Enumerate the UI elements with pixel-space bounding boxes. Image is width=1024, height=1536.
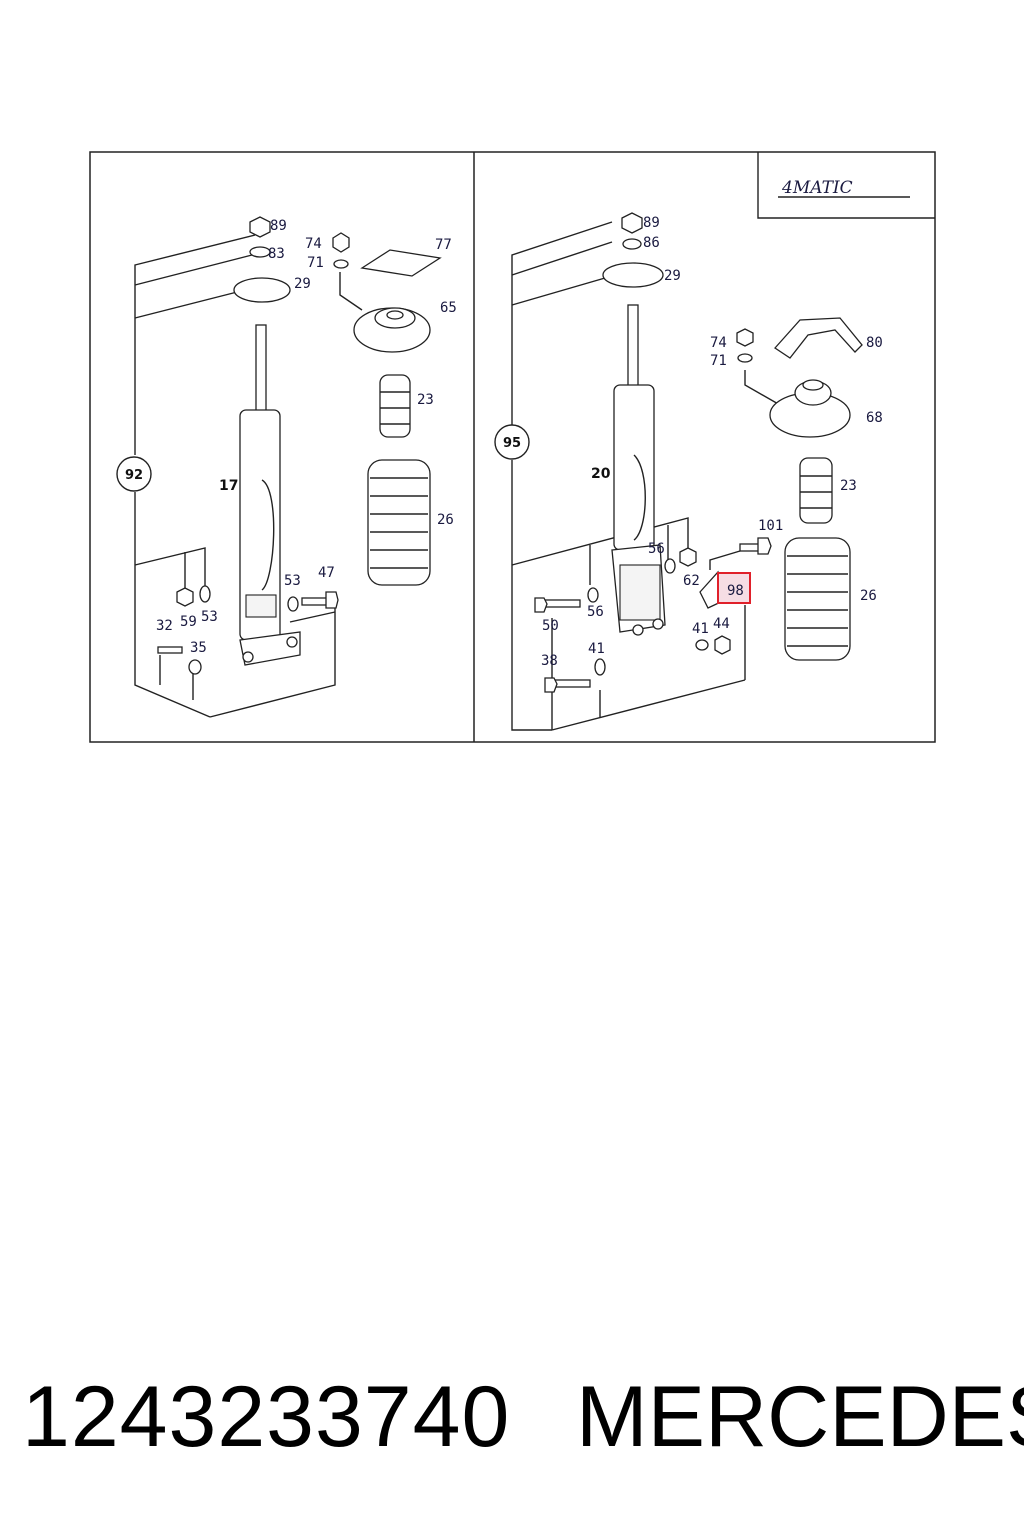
bump-stop-23-right xyxy=(799,457,833,524)
strut-body-20 xyxy=(613,384,655,551)
footer: 1243233740 MERCEDES xyxy=(0,1362,1024,1472)
part-label: 23 xyxy=(840,478,857,494)
highlight-box-98[interactable] xyxy=(717,572,751,604)
washer-41-right xyxy=(695,639,709,651)
part-label: 23 xyxy=(417,392,434,408)
part-label: 41 xyxy=(588,641,605,657)
part-label: 26 xyxy=(437,512,454,528)
part-label: 101 xyxy=(758,518,783,534)
part-label: 68 xyxy=(866,410,883,426)
part-label: 65 xyxy=(440,300,457,316)
washer-56-right-b xyxy=(587,587,599,603)
part-label: 74 xyxy=(710,335,727,351)
washer-41-right-lower xyxy=(594,658,606,676)
part-label: 41 xyxy=(692,621,709,637)
washer-35-left xyxy=(188,659,202,675)
plate-77-left xyxy=(360,249,442,277)
nut-74-left xyxy=(332,232,350,253)
nut-89-left xyxy=(249,216,271,238)
part-label-98-highlighted[interactable]: 98 xyxy=(727,583,744,599)
part-label: 53 xyxy=(201,609,218,625)
part-label: 80 xyxy=(866,335,883,351)
strut-label-17: 17 xyxy=(219,478,238,494)
mount-bracket-80 xyxy=(774,317,863,359)
part-label: 26 xyxy=(860,588,877,604)
strut-rod-right xyxy=(627,304,639,391)
part-label: 29 xyxy=(664,268,681,284)
diagram-frame xyxy=(89,151,936,743)
right-panel: 4MATIC xyxy=(494,152,935,731)
brand-name: MERCEDES xyxy=(576,1369,1024,1465)
group-circle-95 xyxy=(494,424,530,460)
part-label: 83 xyxy=(268,246,285,262)
part-label: 53 xyxy=(284,573,301,589)
part-label: 29 xyxy=(294,276,311,292)
strut-rod-left xyxy=(255,324,267,421)
strut-label-20: 20 xyxy=(591,466,611,482)
dust-boot-26-left xyxy=(367,459,431,586)
washer-56-right-a xyxy=(664,558,676,574)
washer-71-left xyxy=(333,259,349,269)
bolt-50 xyxy=(544,599,581,608)
part-label: 50 xyxy=(542,618,559,634)
group-label-95: 95 xyxy=(503,436,521,451)
part-label: 77 xyxy=(435,237,452,253)
part-label: 62 xyxy=(683,573,700,589)
bump-stop-23-left xyxy=(379,374,411,438)
parts-diagram: 92 17 89 83 29 74 71 77 65 23 26 53 47 5… xyxy=(89,151,936,743)
part-label: 89 xyxy=(643,215,660,231)
part-label: 35 xyxy=(190,640,207,656)
clamp-29-right xyxy=(602,262,664,288)
part-label: 38 xyxy=(541,653,558,669)
washer-53-left-b xyxy=(287,596,299,612)
group-circle-92 xyxy=(116,456,152,492)
part-label: 71 xyxy=(710,353,727,369)
part-label: 71 xyxy=(307,255,324,271)
part-label: 47 xyxy=(318,565,335,581)
nut-74-right xyxy=(736,328,754,347)
part-label: 56 xyxy=(648,541,665,557)
part-label: 56 xyxy=(587,604,604,620)
part-label: 89 xyxy=(270,218,287,234)
bolt-32-left xyxy=(157,646,183,654)
part-label: 32 xyxy=(156,618,173,634)
bolt-101 xyxy=(739,543,761,552)
part-label: 44 xyxy=(713,616,730,632)
part-label: 74 xyxy=(305,236,322,252)
clamp-29-left xyxy=(233,277,291,303)
nut-44 xyxy=(714,635,731,655)
group-label-92: 92 xyxy=(125,468,143,483)
part-label: 59 xyxy=(180,614,197,630)
part-label: 86 xyxy=(643,235,660,251)
nut-59-left xyxy=(176,587,194,607)
bolt-38 xyxy=(554,679,591,688)
nut-62-right xyxy=(679,547,697,567)
washer-71-right xyxy=(737,353,753,363)
washer-53-left-a xyxy=(199,585,211,603)
left-panel: 92 17 89 83 29 74 71 77 65 23 26 53 47 5… xyxy=(116,216,457,718)
washer-86-right xyxy=(622,238,642,250)
strut-lower-band-left xyxy=(245,594,277,618)
dust-boot-26-right xyxy=(784,537,851,661)
washer-83-left xyxy=(249,246,271,258)
nut-89-right xyxy=(621,212,643,234)
badge-4matic: 4MATIC xyxy=(781,178,853,198)
part-number: 1243233740 xyxy=(22,1369,511,1465)
